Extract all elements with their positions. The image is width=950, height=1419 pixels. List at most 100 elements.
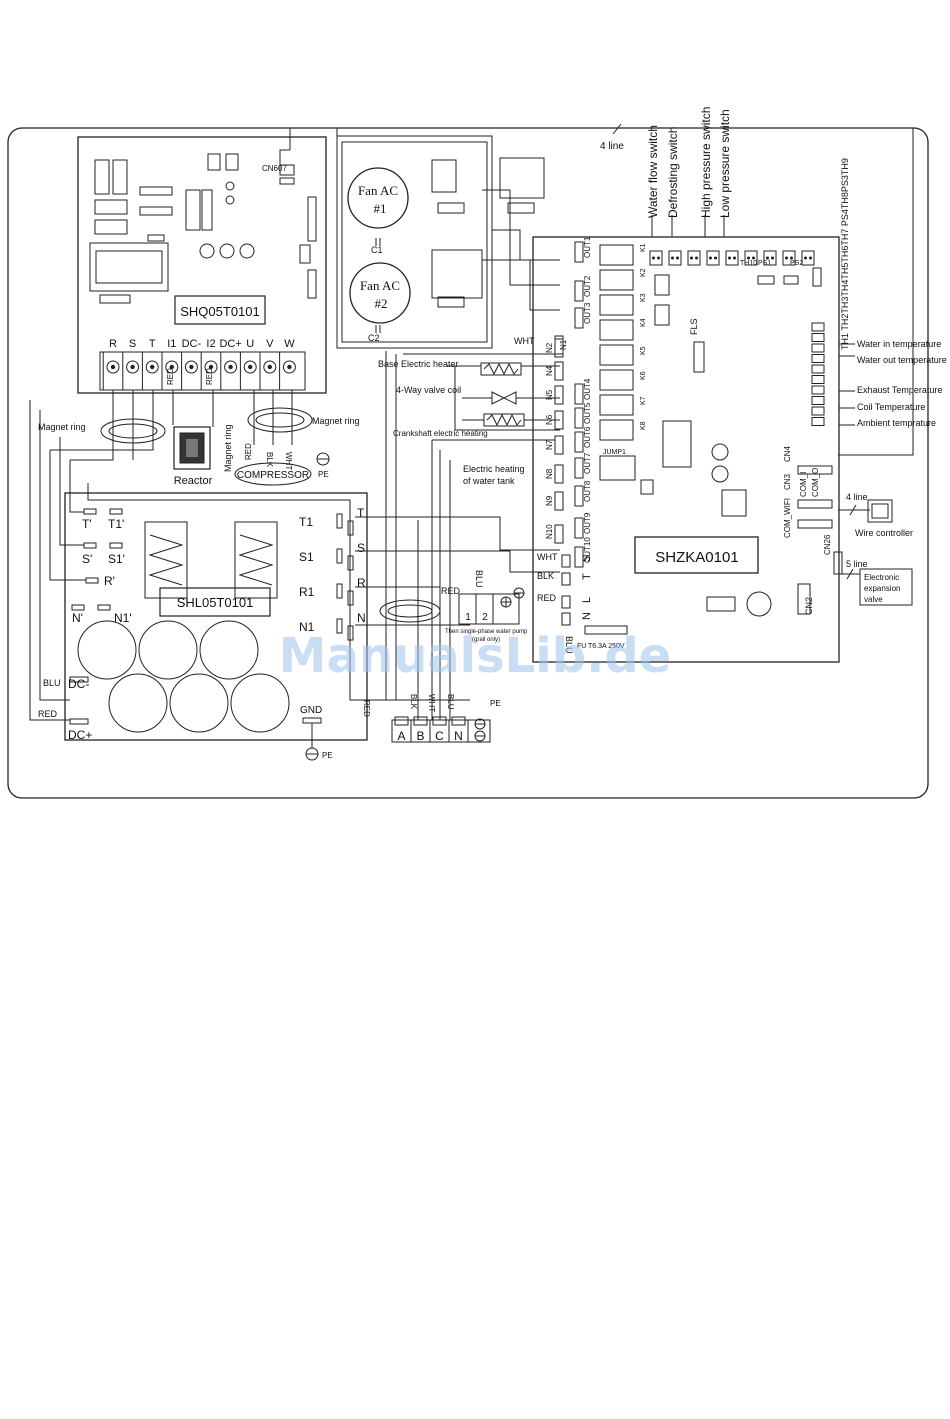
output-connector	[574, 307, 584, 329]
power-input-terminal	[561, 595, 571, 609]
line-input-label: S1	[299, 550, 314, 564]
switch-connector	[668, 250, 682, 266]
cn607-label: CN607	[262, 164, 287, 173]
sensor-label: Water out temperature	[857, 355, 947, 365]
switch-pin	[790, 256, 793, 260]
magnet-ring-4	[379, 599, 441, 623]
neutral-connector	[554, 361, 564, 381]
five-line-label: 5 line	[846, 559, 868, 569]
main-board: SHZKA0101 FLS JUMP1 T6.3A 250V FU CN2 CN…	[532, 236, 843, 663]
power-input-label: T	[581, 573, 593, 580]
compressor-blk-label: BLK	[265, 452, 274, 468]
switch-connector	[706, 250, 720, 266]
drive-terminal-screw-dot	[267, 364, 272, 370]
switch-pin	[771, 256, 774, 260]
terminal-block-label: N	[454, 729, 463, 743]
drive-terminal-label: U	[246, 338, 254, 350]
switch-pin	[809, 256, 812, 260]
terminal-block-label: B	[416, 729, 424, 743]
sensor-connector	[811, 364, 825, 374]
line-input-terminal	[336, 583, 343, 599]
drive-terminal-label: I2	[206, 338, 215, 350]
switch-connector	[801, 250, 815, 266]
th-row-label: TH1 TH2TH3TH4TH5TH6TH7 PS4TH8PS3TH9	[840, 158, 850, 350]
output-connector	[574, 280, 584, 302]
stl-blu-label: BLU	[564, 636, 574, 654]
neutral-label: N5	[545, 389, 554, 400]
neutral-label: N8	[545, 468, 554, 479]
sensor-label: Coil Temperature	[857, 402, 925, 412]
drive-red-2-label: RED	[205, 368, 214, 385]
relay-label: K3	[640, 293, 647, 302]
filter-terminal-dcm: DC-	[68, 677, 89, 691]
tb-red-label: RED	[362, 700, 371, 717]
pump-terminals: 1 2 RED BLU Then single-phase water pump…	[441, 570, 528, 643]
th10-label: TH10	[740, 260, 757, 267]
wht-wire-label: WHT	[514, 336, 535, 346]
switch-connector	[782, 250, 796, 266]
switch-pin	[652, 256, 655, 260]
line-input-label: N1	[299, 620, 315, 634]
output-connector	[574, 241, 584, 263]
drive-terminal-screw	[184, 360, 198, 374]
sensor-connector	[811, 343, 825, 353]
sensor-connector	[811, 375, 825, 384]
filter-board: SHL05T0101 T' T1' S' S1' R' N' N1' DC- D…	[38, 492, 368, 761]
four-way-label: 4-Way valve coil	[396, 385, 461, 395]
gnd-label: GND	[300, 705, 322, 716]
pump-terminal-2: 2	[482, 612, 488, 623]
power-input-terminal	[561, 572, 571, 586]
sensor-connector	[811, 396, 825, 405]
drive-terminal-screw-dot	[150, 364, 155, 370]
drive-terminal-label: DC-	[182, 338, 202, 350]
relay-label: K7	[640, 396, 647, 405]
output-label: OUT3	[583, 302, 592, 324]
cn2-label: CN2	[804, 597, 814, 615]
stl-wht-label: WHT	[537, 552, 558, 562]
output-label: OUT9	[583, 512, 592, 534]
wire-controller-icon	[867, 499, 893, 523]
compressor-wht-label: WHT	[284, 452, 293, 470]
output-label: OUT10	[583, 537, 592, 563]
drive-terminal-label: W	[284, 338, 295, 350]
sensor-label: Ambient temprature	[857, 418, 936, 428]
filter-terminal-s1: S1'	[108, 552, 125, 566]
drive-terminal-label: S	[129, 338, 136, 350]
drive-terminal-screw	[106, 360, 120, 374]
exp-valve-label-1: Electronic	[864, 573, 899, 582]
terminal-block-cap	[394, 716, 409, 726]
output-label: OUT6	[583, 426, 592, 448]
switch-connector	[687, 250, 701, 266]
switch-pin	[714, 256, 717, 260]
magnet-ring-2-label: Magnet ring	[312, 416, 360, 426]
output-connector	[574, 431, 584, 453]
four-way-valve-icon	[491, 391, 517, 405]
drive-terminal-label: DC+	[219, 338, 241, 350]
line-input-right-label: T	[357, 506, 365, 520]
power-components: Magnet ring Magnet ring Magnet ring Reac…	[38, 368, 360, 487]
terminal-block-label: A	[397, 729, 405, 743]
four-line-wc-label: 4 line	[846, 492, 868, 502]
relay-label: K8	[640, 421, 647, 430]
compressor-red-label: RED	[244, 443, 253, 460]
water-tank-heater-label-2: of water tank	[463, 476, 515, 486]
watermark: ManualsLib.de	[279, 628, 671, 684]
relay-label: K4	[640, 318, 647, 327]
pump-terminal-1: 1	[465, 612, 471, 623]
line-input-label: T1	[299, 515, 313, 529]
filter-terminal-t1: T1'	[108, 517, 124, 531]
pump-note-1: Then single-phase water pump	[445, 629, 528, 635]
loads: Base Electric heater 4-Way valve coil Cr…	[378, 336, 535, 486]
tb-pe-label: PE	[490, 699, 501, 708]
switch-connector	[744, 250, 758, 266]
switch-pin	[676, 256, 679, 260]
neutral-label: N2	[545, 342, 554, 353]
power-input-terminal	[561, 554, 571, 568]
ps1-label: PS1	[758, 260, 771, 267]
magnet-ring-4-inner	[387, 604, 433, 618]
relay-label: K2	[640, 268, 647, 277]
switch-pin	[785, 256, 788, 260]
expansion-valve-box	[859, 568, 913, 606]
